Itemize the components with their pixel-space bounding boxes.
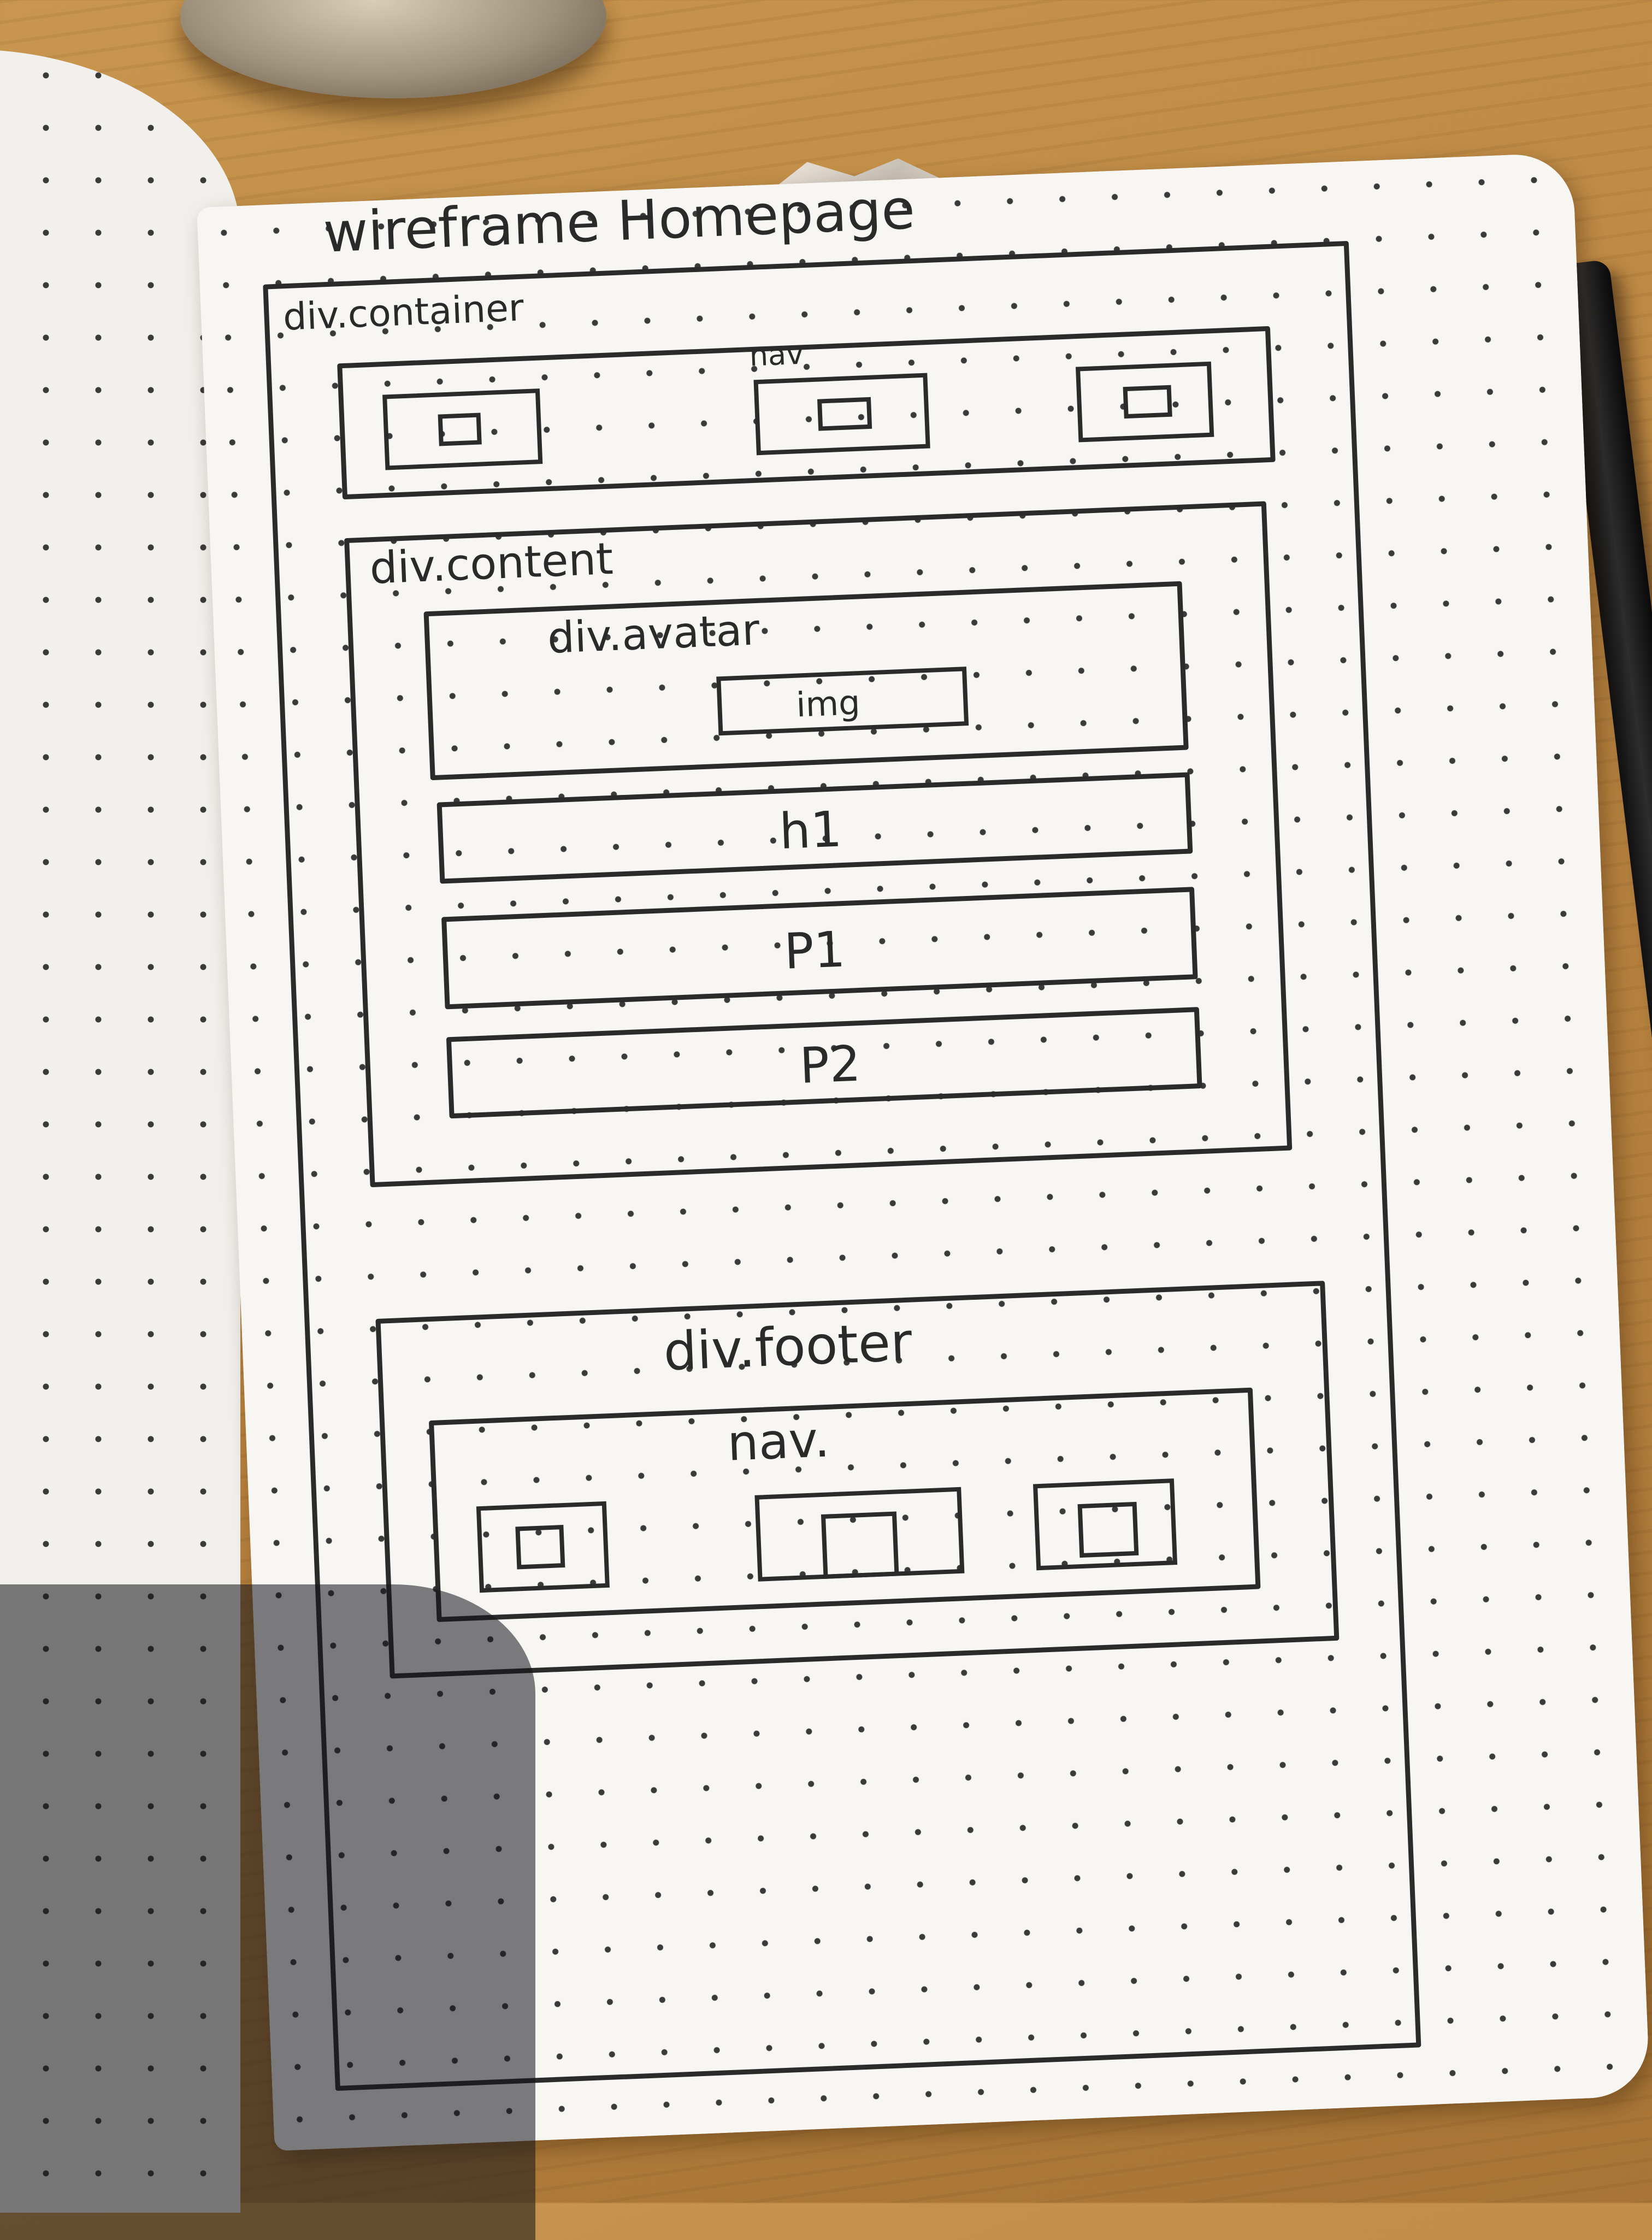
p1-label: P1 [783, 921, 846, 980]
avatar-label: div.avatar [546, 605, 761, 663]
header-nav-item-center [753, 373, 930, 456]
header-nav-item-right [1076, 361, 1214, 443]
footer-nav-label: nav. [726, 1411, 830, 1472]
p1-box [441, 887, 1198, 1010]
header-nav-box [337, 326, 1276, 500]
content-label: div.content [369, 533, 614, 594]
container-label: div.container [282, 286, 525, 339]
footer-label: div.footer [662, 1311, 913, 1382]
p2-box [446, 1007, 1202, 1119]
h1-label: h1 [778, 801, 843, 861]
header-nav-label: nav [748, 337, 804, 373]
footer-nav-item-right [1032, 1478, 1178, 1571]
footer-nav-box [429, 1387, 1261, 1622]
p2-label: P2 [799, 1035, 862, 1095]
h1-box [436, 772, 1193, 884]
footer-nav-item-left [476, 1501, 610, 1593]
container-box [263, 241, 1421, 2091]
footer-nav-item-right-icon [1077, 1501, 1139, 1558]
hand-shadow [0, 1584, 535, 2240]
wireframe-sketch: wireframe Homepage div.container nav div… [263, 177, 1421, 2091]
header-nav-item-right-icon [1123, 385, 1172, 419]
header-nav-item-center-icon [817, 397, 872, 431]
footer-nav-item-center-icon [821, 1511, 899, 1579]
header-nav-item-left [382, 388, 543, 470]
avatar-box [423, 581, 1189, 780]
header-nav-item-left-icon [438, 412, 482, 446]
content-box [344, 501, 1293, 1188]
img-box [716, 667, 969, 736]
notebook-right-page: wireframe Homepage div.container nav div… [197, 152, 1650, 2151]
footer-box [375, 1281, 1340, 1679]
footer-nav-item-center [754, 1487, 965, 1582]
img-label: img [795, 682, 861, 725]
footer-nav-item-left-icon [515, 1525, 565, 1570]
